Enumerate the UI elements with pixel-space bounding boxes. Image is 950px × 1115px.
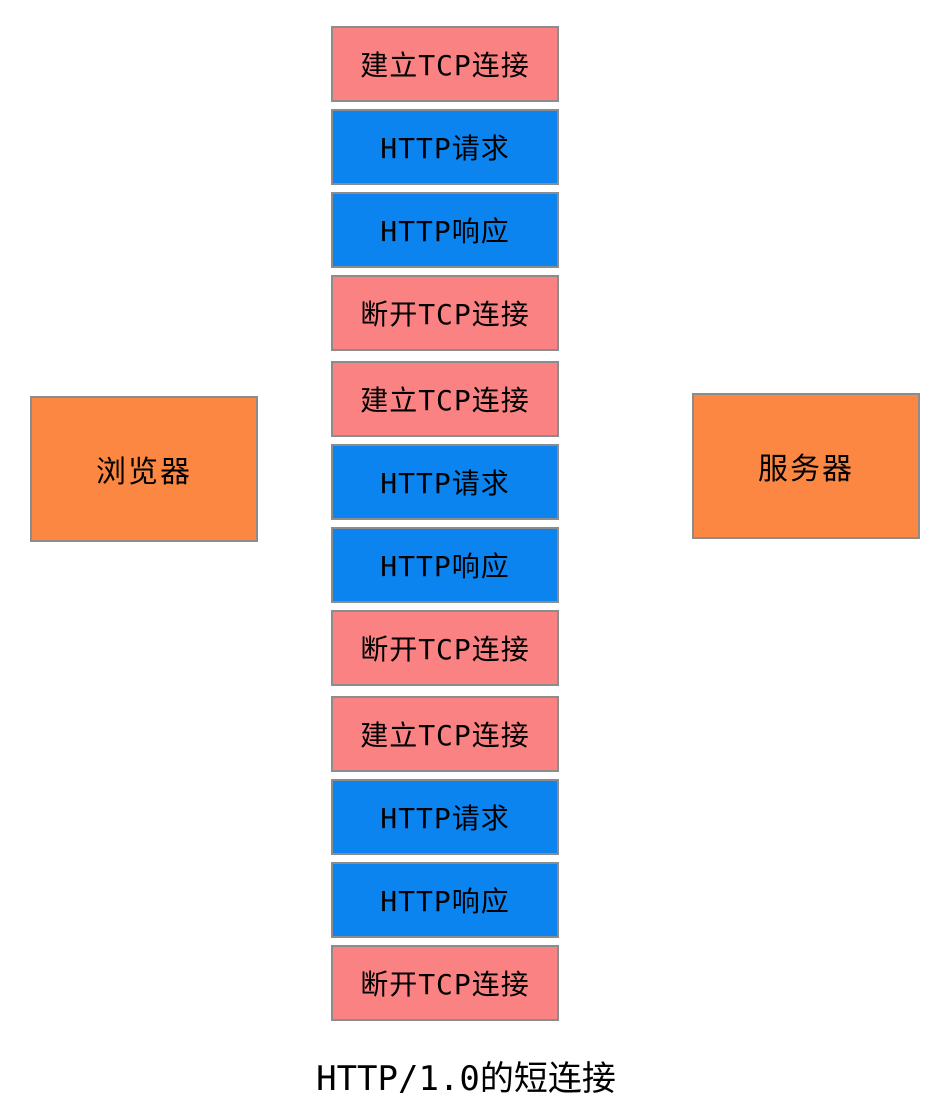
diagram-title: HTTP/1.0的短连接 — [316, 1059, 616, 1099]
server-box: 服务器 — [692, 393, 920, 539]
browser-box: 浏览器 — [30, 396, 258, 542]
flow-step-http-request: HTTP请求 — [331, 109, 559, 185]
flow-step-http-response: HTTP响应 — [331, 527, 559, 603]
flow-step-close-tcp: 断开TCP连接 — [331, 275, 559, 351]
flow-step-http-response: HTTP响应 — [331, 862, 559, 938]
flow-step-http-response: HTTP响应 — [331, 192, 559, 268]
flow-step-establish-tcp: 建立TCP连接 — [331, 696, 559, 772]
flow-step-establish-tcp: 建立TCP连接 — [331, 361, 559, 437]
flow-step-establish-tcp: 建立TCP连接 — [331, 26, 559, 102]
flow-step-http-request: HTTP请求 — [331, 444, 559, 520]
flow-step-close-tcp: 断开TCP连接 — [331, 945, 559, 1021]
flow-step-http-request: HTTP请求 — [331, 779, 559, 855]
flow-step-close-tcp: 断开TCP连接 — [331, 610, 559, 686]
